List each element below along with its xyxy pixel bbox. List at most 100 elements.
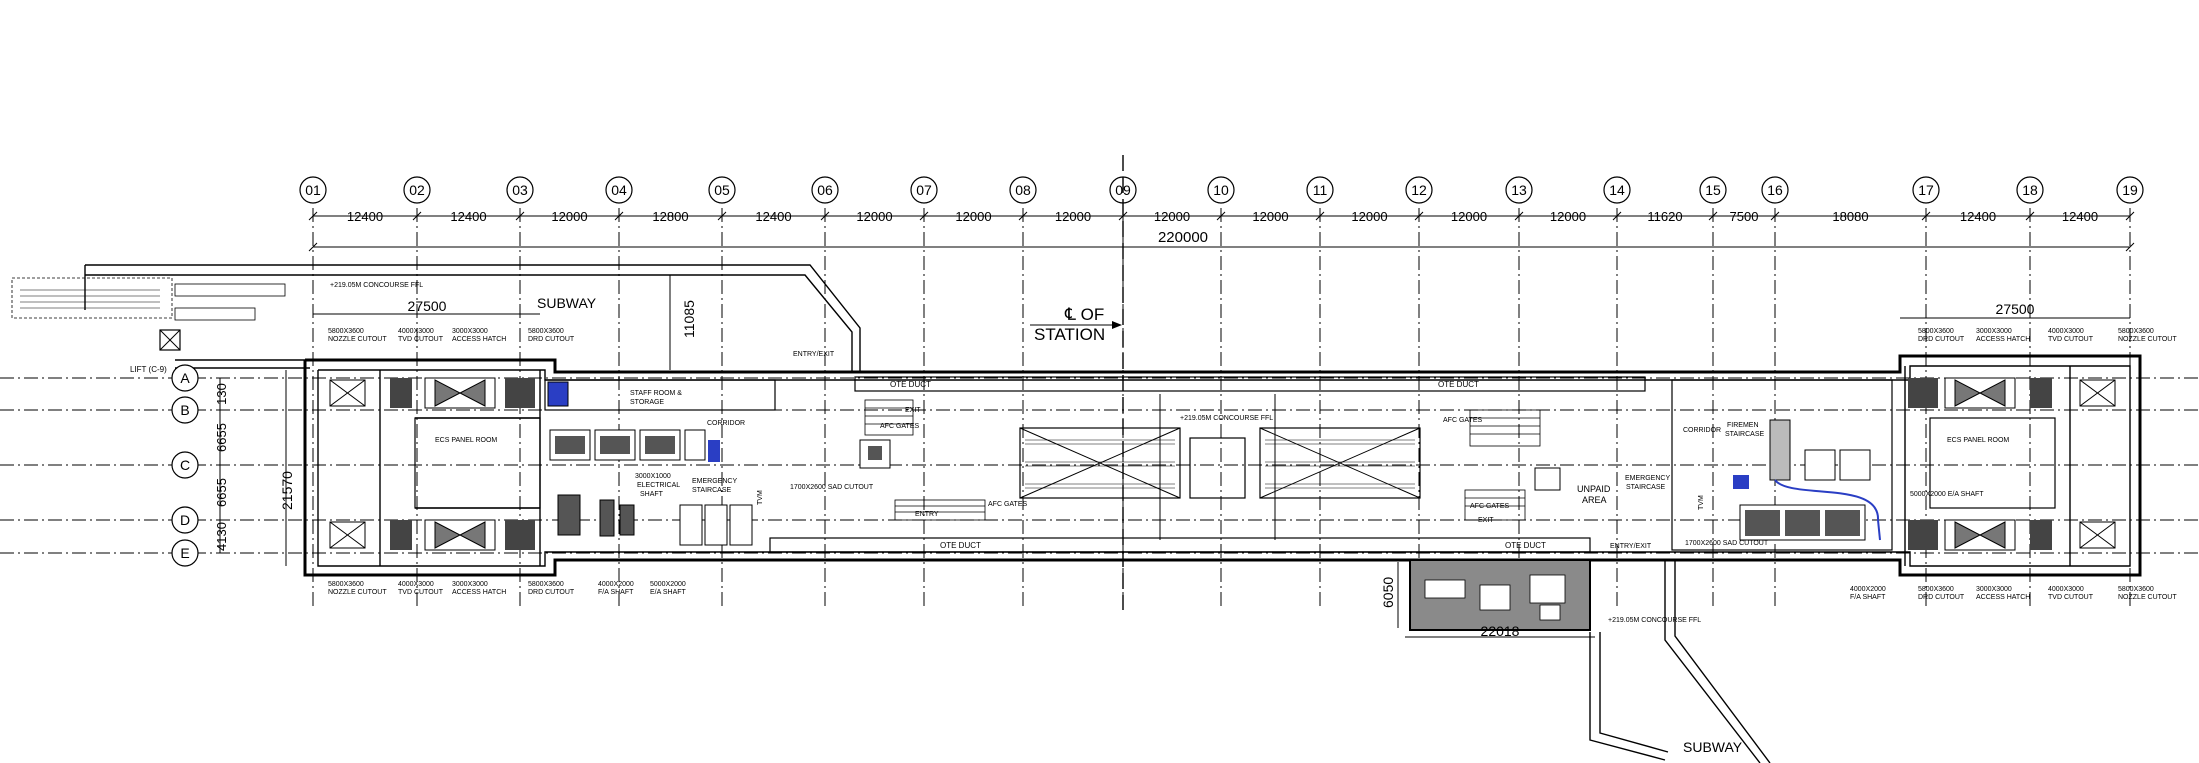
- cutout-label: 4000X3000: [2048, 586, 2084, 593]
- svg-text:6050: 6050: [1380, 577, 1396, 608]
- column-bubble: [811, 176, 839, 204]
- dimension-tick: [515, 211, 525, 221]
- column-spacing-label: 12000: [856, 209, 892, 224]
- right-27500-dimension: 27500: [1900, 301, 2130, 319]
- column-bubble: [506, 176, 534, 204]
- dimension-tick: [1018, 211, 1028, 221]
- svg-text:11085: 11085: [681, 300, 697, 338]
- dimension-tick: [919, 211, 929, 221]
- column-label: 02: [409, 182, 425, 198]
- svg-text:AFC GATES: AFC GATES: [880, 423, 919, 430]
- cutout-label: 5000X2000: [650, 581, 686, 588]
- column-bubble: [1761, 176, 1789, 204]
- svg-text:5000X2000 E/A SHAFT: 5000X2000 E/A SHAFT: [1910, 491, 1984, 498]
- row-spacing-label: 6655: [214, 423, 229, 452]
- dimension-tick: [1414, 211, 1424, 221]
- svg-text:STAIRCASE: STAIRCASE: [692, 487, 731, 494]
- column-bubble: [1505, 176, 1533, 204]
- cutout-label: 3000X3000: [452, 328, 488, 335]
- cutout-label: 4000X3000: [398, 581, 434, 588]
- column-label: 19: [2122, 182, 2138, 198]
- dimension-tick: [1514, 211, 1524, 221]
- escalator-right: [1259, 427, 1421, 499]
- column-bubble: [299, 176, 327, 204]
- row-bubble: [171, 451, 199, 479]
- column-spacing-label: 12400: [2062, 209, 2098, 224]
- svg-text:ENTRY/EXIT: ENTRY/EXIT: [793, 351, 835, 358]
- column-spacing-label: 12000: [955, 209, 991, 224]
- svg-text:STAFF ROOM &: STAFF ROOM &: [630, 390, 682, 397]
- subway-top: LIFT (C-9) +219.05M CONCOURSE FFL SUBWAY: [11, 264, 861, 374]
- dimension-tick: [1118, 211, 1128, 221]
- cutout-label: F/A SHAFT: [1850, 594, 1886, 601]
- row-bubble: [171, 396, 199, 424]
- column-bubble: [2116, 176, 2144, 204]
- column-bubble: [605, 176, 633, 204]
- cutout-label: TVD CUTOUT: [2048, 336, 2094, 343]
- svg-text:TVM: TVM: [757, 490, 764, 505]
- dimension-tick: [1612, 211, 1622, 221]
- column-bubble: [2016, 176, 2044, 204]
- dimension-tick: [1315, 211, 1325, 221]
- cutout-label: NOZZLE CUTOUT: [328, 336, 387, 343]
- cutout-label: DRD CUTOUT: [1918, 594, 1965, 601]
- cutout-label: DRD CUTOUT: [528, 336, 575, 343]
- cutout-label: TVD CUTOUT: [2048, 594, 2094, 601]
- cutout-label: 3000X3000: [1976, 586, 2012, 593]
- cutout-label: TVD CUTOUT: [398, 589, 444, 596]
- dimension-tick: [820, 211, 830, 221]
- svg-text:AFC GATES: AFC GATES: [1470, 503, 1509, 510]
- column-bubble: [1603, 176, 1631, 204]
- column-bubble: [1405, 176, 1433, 204]
- row-spacing-label: 4130: [214, 522, 229, 551]
- cutout-label: 4000X2000: [598, 581, 634, 588]
- svg-text:EMERGENCY: EMERGENCY: [1625, 475, 1670, 482]
- svg-text:TVM: TVM: [1698, 495, 1705, 510]
- column-bubble: [403, 176, 431, 204]
- column-spacing-label: 12000: [1252, 209, 1288, 224]
- dimension-tick: [2125, 211, 2135, 221]
- column-bubble: [708, 176, 736, 204]
- cutout-label: 4000X3000: [398, 328, 434, 335]
- svg-text:ECS PANEL ROOM: ECS PANEL ROOM: [1947, 437, 2009, 444]
- svg-text:27500: 27500: [408, 298, 447, 314]
- row-bubble: [171, 506, 199, 534]
- column-bubble: [1306, 176, 1334, 204]
- cutout-label: 4000X2000: [1850, 586, 1886, 593]
- cutout-label: NOZZLE CUTOUT: [2118, 336, 2177, 343]
- svg-text:+219.05M CONCOURSE FFL: +219.05M CONCOURSE FFL: [1608, 617, 1701, 624]
- svg-text:FIREMEN: FIREMEN: [1727, 422, 1759, 429]
- svg-text:ECS PANEL ROOM: ECS PANEL ROOM: [435, 437, 497, 444]
- cutout-label: 3000X3000: [452, 581, 488, 588]
- svg-text:OTE DUCT: OTE DUCT: [940, 541, 981, 550]
- escalator-left: [1019, 427, 1181, 499]
- column-bubble: [1009, 176, 1037, 204]
- svg-text:27500: 27500: [1996, 301, 2035, 317]
- column-label: 18: [2022, 182, 2038, 198]
- column-bubble: [1699, 176, 1727, 204]
- station-box: OTE DUCT OTE DUCT OTE DUCT OTE DUCT ECS …: [303, 351, 2142, 577]
- dimension-tick: [412, 211, 422, 221]
- cutout-label: 5800X3600: [2118, 586, 2154, 593]
- column-spacing-label: 12000: [551, 209, 587, 224]
- svg-text:STAIRCASE: STAIRCASE: [1725, 431, 1764, 438]
- column-spacing-label: 12400: [450, 209, 486, 224]
- svg-text:UNPAID: UNPAID: [1577, 484, 1611, 494]
- svg-text:AREA: AREA: [1582, 495, 1607, 505]
- cutout-label: NOZZLE CUTOUT: [328, 589, 387, 596]
- cutout-label: ACCESS HATCH: [1976, 594, 2030, 601]
- svg-text:ELECTRICAL: ELECTRICAL: [637, 482, 680, 489]
- cutout-label: F/A SHAFT: [598, 589, 634, 596]
- column-label: 03: [512, 182, 528, 198]
- column-bubble: [1207, 176, 1235, 204]
- row-spacing-label: 130: [214, 383, 229, 405]
- svg-text:ENTRY/EXIT: ENTRY/EXIT: [1610, 543, 1652, 550]
- column-label: 10: [1213, 182, 1229, 198]
- cutout-label: 3000X3000: [1976, 328, 2012, 335]
- row-bubble: [171, 364, 199, 392]
- svg-text:EXIT: EXIT: [1478, 517, 1494, 524]
